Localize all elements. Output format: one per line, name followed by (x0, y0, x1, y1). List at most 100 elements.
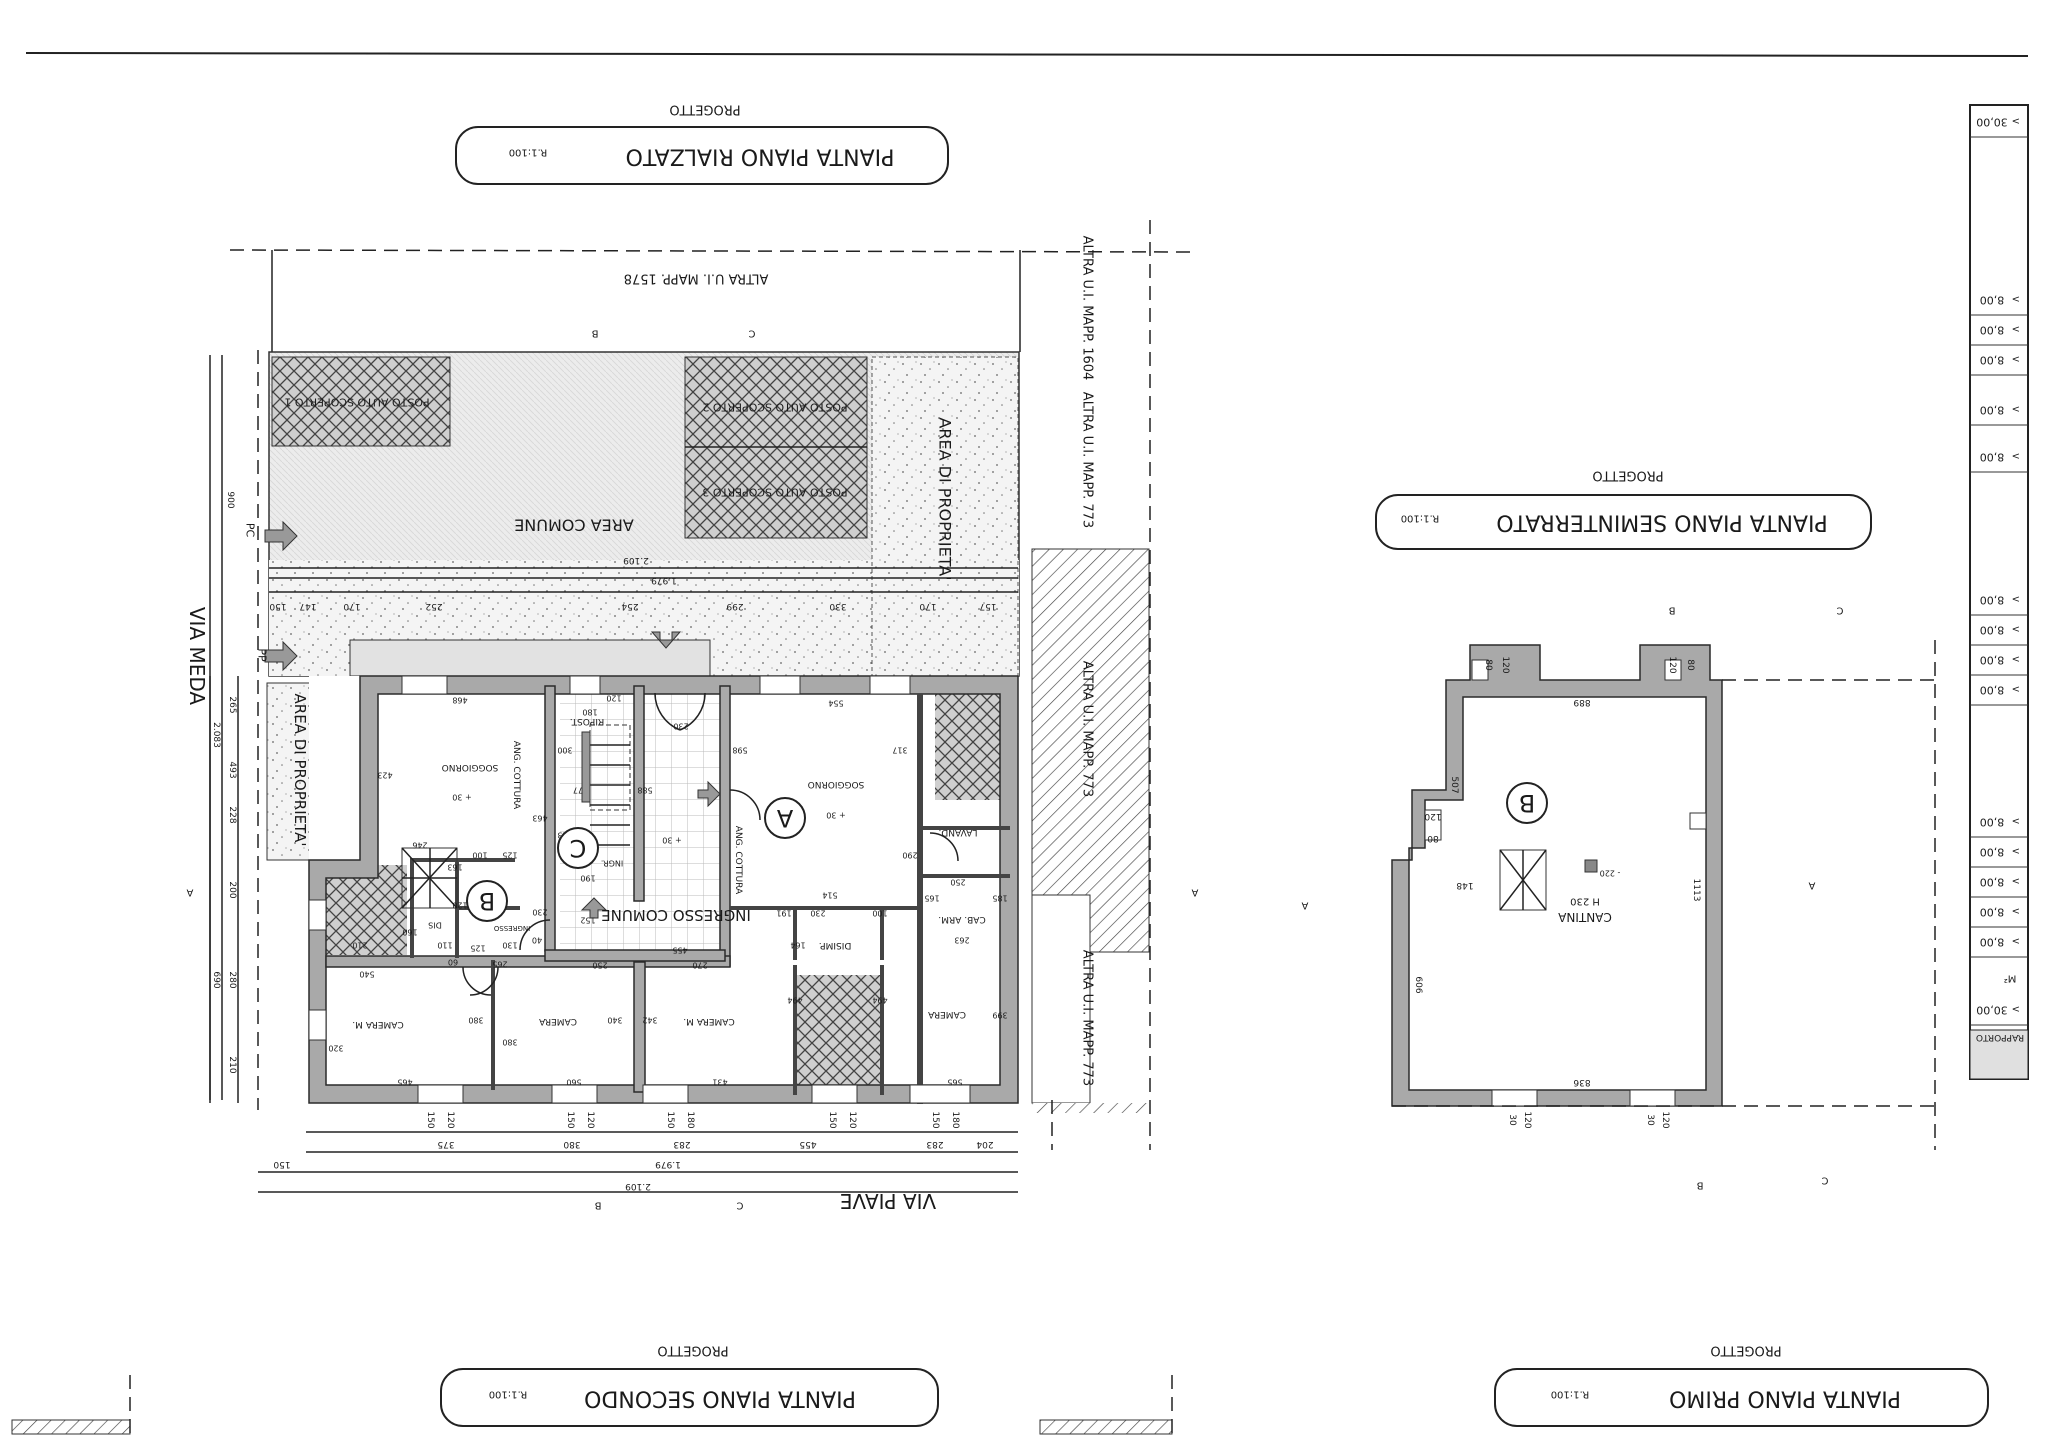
room-dimension: 210 (352, 941, 367, 950)
table-row-value: 8,00 (1980, 684, 2005, 697)
room-dimension: 180 (582, 708, 597, 717)
dimension-bottom: 375 (437, 1139, 454, 1149)
room-dimension: 163 (447, 863, 462, 872)
cantina-dimension: 606 (1413, 976, 1423, 993)
window-dimension: 150 (665, 1111, 675, 1128)
table-row-value: 8,00 (1980, 816, 2005, 829)
room-dimension: 565 (947, 1078, 962, 1087)
dimension-bottom: 283 (926, 1139, 943, 1149)
room-dimension: 120 (452, 901, 467, 910)
table-row-value: 8,00 (1980, 624, 2005, 637)
cantina-dimension: 836 (1573, 1077, 1590, 1087)
room-dimension: 125 (470, 944, 485, 953)
room-label-soggiorno-a: SOGGIORNO (808, 779, 865, 789)
table-row-marker: > (2012, 653, 2020, 664)
room-dimension: 514 (822, 891, 837, 900)
cantina-dimension: 120 (1660, 1111, 1670, 1128)
table-row-value: 30,00 (1976, 116, 2008, 129)
room-label-ingr: INGR. (601, 859, 623, 868)
windows (308, 675, 971, 1104)
progetto-label: PROGETTO (657, 1343, 728, 1358)
room-dimension: 265 (492, 960, 507, 969)
section-mark: C (1836, 605, 1843, 616)
cantina-dimension: 120 (1667, 656, 1677, 673)
room-label-ang-cottura: ANG. COTTURA (511, 741, 521, 810)
sheet-border-line (25, 52, 2029, 57)
table-row-marker: > (2012, 845, 2020, 856)
room-dimension: 160 (402, 928, 417, 937)
hatched-neighbour-strip (1031, 548, 1150, 953)
dimension-top-total: 1.979 (651, 575, 677, 585)
legend-table: >>>>>>>>>>>>>>>> (1969, 104, 2029, 1080)
room-dimension: 125 (502, 851, 517, 860)
room-dimension: 540 (359, 970, 374, 979)
room-dimension: 230 (673, 722, 688, 731)
entry-arrows (264, 520, 721, 919)
room-dimension: 494 (872, 996, 887, 1005)
dimension-bottom: 283 (673, 1139, 690, 1149)
room-label-camera-m2: CAMERA M. (683, 1016, 734, 1026)
room-dimension: 598 (732, 746, 747, 755)
table-row-marker: > (2012, 593, 2020, 604)
title-box-secondo (440, 1368, 939, 1427)
section-mark: C (1821, 1175, 1828, 1186)
hatch-strip-left (11, 1419, 131, 1435)
dimension-left: 280 (227, 971, 237, 988)
table-row-value: 8,00 (1980, 846, 2005, 859)
room-label-level-plus30: + 30 (826, 811, 845, 820)
section-mark: C (748, 328, 755, 339)
window-dimension: 150 (565, 1111, 575, 1128)
window-dimension: 150 (425, 1111, 435, 1128)
stair-c (581, 724, 631, 846)
table-row-marker: > (2012, 323, 2020, 334)
room-dimension: 423 (377, 771, 392, 780)
progetto-label: PROGETTO (1592, 468, 1663, 483)
dimension-bottom-total: 2.109 (625, 1181, 651, 1191)
section-mark: C (736, 1200, 743, 1211)
unit-a-circle (764, 797, 806, 839)
dimension-left-pc: 900 (225, 491, 235, 508)
scale-label: R.1:100 (1551, 1389, 1590, 1400)
dimension-top: 254 (621, 601, 638, 611)
window-dimension: 120 (445, 1111, 455, 1128)
dimension-bottom: 204 (976, 1139, 993, 1149)
doors (462, 692, 959, 996)
table-row-value: 8,00 (1980, 654, 2005, 667)
table-row-marker: > (2012, 1003, 2020, 1014)
table-row-marker: > (2012, 293, 2020, 304)
cantina-dimension: 80 (1483, 659, 1493, 671)
dimension-top: 299 (726, 601, 743, 611)
dimension-bottom-total: 1.979 (655, 1159, 681, 1169)
room-dimension: 230 (810, 909, 825, 918)
cantina-dimension: 120 (1500, 656, 1510, 673)
room-label-ingresso-comune: INGRESSO COMUNE (601, 906, 751, 924)
room-label-level-plus30: + 30 (662, 836, 681, 845)
title-rialzato: PIANTA PIANO RIALZATO (626, 144, 895, 169)
table-row-marker: > (2012, 623, 2020, 634)
room-label-camera1: CAMERA (538, 1016, 577, 1026)
dimension-left: 228 (227, 806, 237, 823)
area-proprieta-right (871, 356, 1019, 677)
room-dimension: 300 (557, 746, 572, 755)
room-label-level-plus30: + 30 (452, 793, 471, 802)
dimension-left-total: 2.083 (211, 722, 221, 748)
dimension-lines (209, 567, 1018, 1193)
room-dimension: 152 (580, 916, 595, 925)
room-dimension: 399 (992, 1011, 1007, 1020)
pp-label: PP (256, 648, 269, 662)
posto-auto-1 (271, 356, 451, 447)
room-dimension: 250 (592, 961, 607, 970)
scale-label: R.1:100 (1401, 513, 1440, 524)
table-unit: M² (2004, 973, 2017, 984)
room-dimension: 110 (437, 941, 452, 950)
room-dimension: 77 (573, 786, 583, 795)
cantina-level: - 220 (1600, 869, 1621, 878)
table-row-value: 30,00 (1976, 1004, 2008, 1017)
table-row-value: 8,00 (1980, 354, 2005, 367)
room-dimension: 100 (472, 851, 487, 860)
table-row-value: 8,00 (1980, 906, 2005, 919)
room-dimension: 431 (712, 1078, 727, 1087)
building-rialzato (264, 520, 1019, 1104)
table-row-value: 8,00 (1980, 324, 2005, 337)
